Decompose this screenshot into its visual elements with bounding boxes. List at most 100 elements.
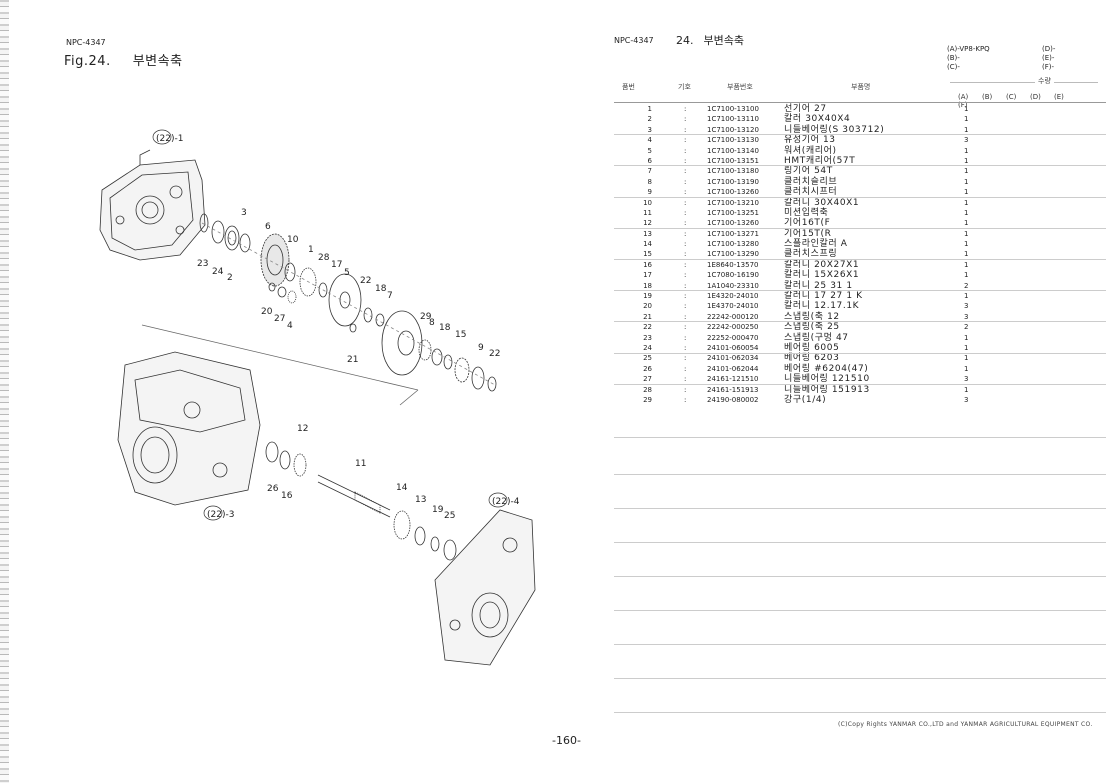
callout-22-1: (22)-1 [156, 134, 183, 144]
callout-14: 14 [396, 483, 408, 493]
figure-name: 부변속축 [132, 54, 183, 69]
blank-rule [614, 576, 1106, 577]
header-qty: 수량 [1035, 76, 1054, 86]
part-ref-no: 27 [643, 375, 652, 384]
part-qty-a: 3 [964, 302, 969, 311]
part-number: 1C7100-13280 [707, 240, 759, 249]
group-rule [614, 352, 1106, 354]
transmission-case [117, 324, 419, 506]
part-ref-no: 23 [643, 333, 652, 342]
part-group: : [684, 333, 687, 342]
part-name: 워셔(캐리어) [784, 145, 837, 156]
part-ref-no: 12 [643, 219, 652, 228]
part-name: 기어15T(R [784, 228, 832, 239]
part-group: : [684, 156, 687, 165]
part-group: : [684, 260, 687, 269]
qty-col-e: (E) [1054, 93, 1064, 101]
part-name: 스냅링(축 25 [784, 322, 840, 333]
part-group: : [684, 125, 687, 134]
callout-22a: 22 [360, 276, 371, 286]
part-name: 니들베어링 121510 [784, 374, 870, 385]
part-name: 선기어 27 [784, 104, 827, 114]
group-rule [614, 290, 1106, 292]
callout-24: 24 [212, 267, 224, 277]
part-ref-no: 8 [647, 177, 652, 186]
part-group: : [684, 292, 687, 301]
part-ref-no: 24 [643, 343, 652, 352]
group-rule [614, 227, 1106, 229]
part-number: 22242-000120 [707, 312, 759, 321]
callout-18a: 18 [375, 284, 387, 294]
part-number: 1C7100-13110 [707, 115, 759, 124]
callout-11: 11 [355, 459, 366, 469]
part-qty-a: 3 [964, 395, 969, 404]
part-qty-a: 1 [964, 240, 969, 249]
part-qty-a: 1 [964, 354, 969, 363]
part-qty-a: 3 [964, 312, 969, 321]
part-group: : [684, 240, 687, 249]
page-number: -160- [552, 734, 581, 747]
part-name: 베어링 6203 [784, 353, 840, 364]
callout-10: 10 [287, 235, 299, 245]
model-e: (E)- [1042, 54, 1055, 62]
part-group: : [684, 302, 687, 311]
callout-28: 28 [318, 253, 330, 263]
section-title: 24.부변속축 [676, 32, 744, 48]
part-ref-no: 14 [643, 240, 652, 249]
callout-29: 29 [420, 312, 432, 322]
part-qty-a: 1 [964, 385, 969, 394]
header-no: 품번 [622, 83, 635, 91]
part-name: 강구(1/4) [784, 394, 827, 405]
part-number: 1E4320-24010 [707, 292, 759, 301]
part-ref-no: 19 [643, 292, 652, 301]
part-name: 베어링 6005 [784, 342, 840, 353]
left-page-code: NPC-4347 [66, 38, 106, 47]
part-group: : [684, 395, 687, 404]
part-ref-no: 9 [647, 188, 652, 197]
part-qty-a: 1 [964, 343, 969, 352]
part-ref-no: 20 [643, 302, 652, 311]
part-name: 클러치시프터 [784, 187, 838, 198]
callout-22-4: (22)-4 [492, 497, 520, 507]
part-name: 스냅링(축 12 [784, 311, 840, 322]
part-group: : [684, 323, 687, 332]
part-number: 22242-000250 [707, 323, 759, 332]
part-name: 칼러니 12.17.1K [784, 301, 860, 312]
part-group: : [684, 281, 687, 290]
callout-9: 9 [478, 343, 484, 353]
callout-22b: 22 [489, 349, 500, 359]
callout-7: 7 [387, 291, 393, 301]
part-name: 니들베어링 151913 [784, 384, 870, 395]
callout-26: 26 [267, 484, 279, 494]
part-name: 칼러니 20X27X1 [784, 259, 860, 270]
callout-17: 17 [331, 260, 342, 270]
part-qty-a: 1 [964, 229, 969, 238]
part-number: 24101-062044 [707, 364, 759, 373]
part-qty-a: 3 [964, 375, 969, 384]
blank-rule [614, 712, 1106, 713]
part-ref-no: 18 [643, 281, 652, 290]
part-group: : [684, 385, 687, 394]
group-rule [614, 165, 1106, 167]
upper-cover-housing [99, 149, 206, 261]
part-qty-a: 1 [964, 115, 969, 124]
part-name: 클러치슬리브 [784, 176, 838, 187]
part-ref-no: 11 [643, 208, 652, 217]
header-part-no: 부품번호 [727, 83, 753, 91]
part-name: 베어링 #6204(47) [784, 363, 869, 374]
part-qty-a: 1 [964, 271, 969, 280]
group-rule [614, 383, 1106, 385]
part-name: HMT캐리어(57T [784, 155, 856, 166]
part-number: 1C7100-13151 [707, 156, 759, 165]
part-ref-no: 16 [643, 260, 652, 269]
callout-1: 1 [308, 245, 314, 255]
figure-title: Fig.24.부변속축 [64, 50, 183, 69]
